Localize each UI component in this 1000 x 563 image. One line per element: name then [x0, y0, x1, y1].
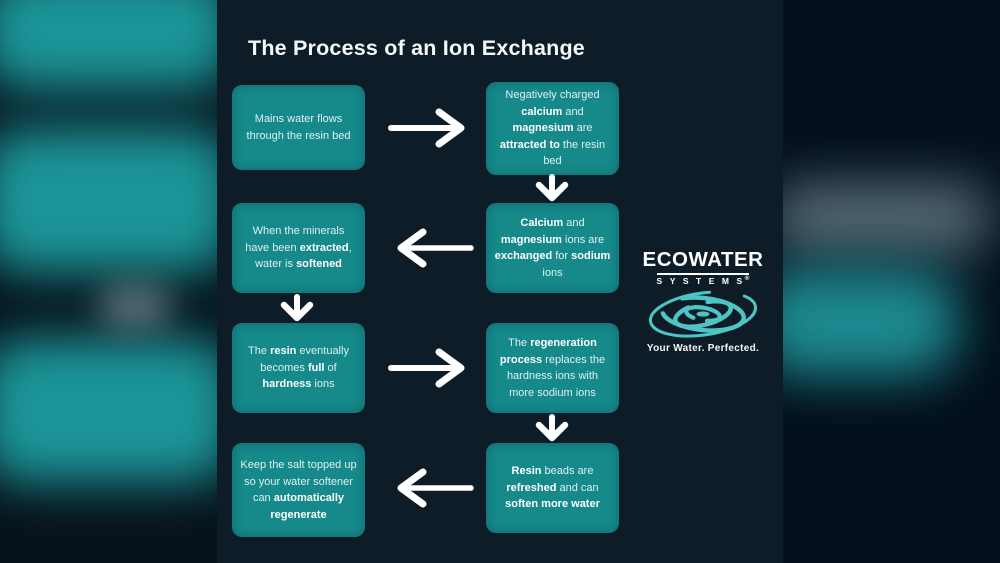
arrow-left-icon	[397, 228, 474, 268]
logo-brand-name: ECOWATER	[642, 248, 764, 271]
diagram-title: The Process of an Ion Exchange	[248, 36, 585, 60]
decorative-blob	[0, 128, 217, 273]
step-text-4: When the minerals have been extracted, w…	[245, 225, 352, 271]
arrow-right-icon	[388, 348, 465, 388]
blurred-backdrop-left	[0, 0, 217, 563]
decorative-blob	[783, 183, 993, 253]
step-box-7: Resin beads are refreshed and can soften…	[486, 443, 619, 533]
arrow-right-icon	[388, 108, 465, 148]
step-text-7: Resin beads are refreshed and can soften…	[505, 465, 600, 511]
arrow-down-icon	[535, 414, 569, 442]
water-ripple-icon	[648, 290, 758, 338]
arrow-down-icon	[280, 294, 314, 322]
arrow-left-icon	[397, 468, 474, 508]
step-text-8: Keep the salt topped up so your water so…	[240, 459, 357, 521]
step-text-3: Calcium and magnesium ions are exchanged…	[494, 217, 611, 279]
ecowater-logo: ECOWATER SYSTEMS ® Your Water. Perfected…	[630, 248, 776, 354]
decorative-blob	[0, 0, 217, 90]
step-box-4: When the minerals have been extracted, w…	[232, 203, 365, 293]
step-text-2: Negatively charged calcium and magnesium…	[499, 89, 606, 168]
step-box-6: The regeneration process replaces the ha…	[486, 323, 619, 413]
logo-tagline: Your Water. Perfected.	[646, 342, 760, 354]
step-box-3: Calcium and magnesium ions are exchanged…	[486, 203, 619, 293]
step-text-5: The resin eventually becomes full of har…	[248, 345, 349, 391]
decorative-blob	[783, 268, 958, 376]
blurred-backdrop-right	[783, 0, 1000, 563]
decorative-blob	[98, 283, 172, 329]
step-box-2: Negatively charged calcium and magnesium…	[486, 82, 619, 175]
logo-systems-row: SYSTEMS ®	[656, 272, 750, 286]
decorative-blob	[0, 338, 217, 483]
step-box-1: Mains water flows through the resin bed	[232, 85, 365, 170]
step-box-8: Keep the salt topped up so your water so…	[232, 443, 365, 537]
step-text-1: Mains water flows through the resin bed	[246, 113, 351, 142]
step-text-6: The regeneration process replaces the ha…	[499, 337, 606, 399]
arrow-down-icon	[535, 174, 569, 202]
step-box-5: The resin eventually becomes full of har…	[232, 323, 365, 413]
logo-systems-text: SYSTEMS	[656, 275, 750, 286]
registered-trademark: ®	[744, 274, 750, 282]
